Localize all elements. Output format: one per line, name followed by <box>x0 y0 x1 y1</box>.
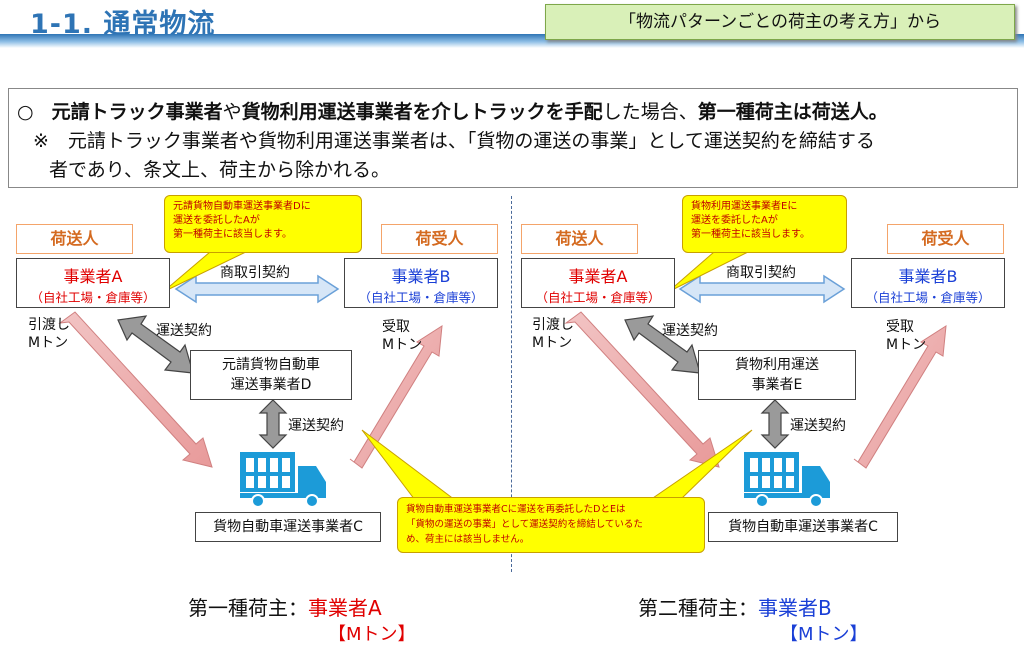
right-intermediary-node: 貨物利用運送 事業者E <box>698 350 856 400</box>
left-truck-icon <box>240 452 326 508</box>
right-carrier-node: 貨物自動車運送事業者C <box>708 512 898 542</box>
summary-text-d: した場合、 <box>602 101 698 123</box>
right-truck-icon <box>744 452 830 508</box>
bullet-circle: ○ <box>17 101 34 123</box>
left-contract-label-2: 運送契約 <box>288 418 344 434</box>
left-result-amount: 【Mトン】 <box>328 624 416 645</box>
left-carrier-label: 貨物自動車運送事業者C <box>213 519 363 535</box>
center-callout-tail-left <box>361 429 457 501</box>
right-result: 第二種荷主：事業者B <box>638 592 832 621</box>
right-sender-name: 事業者A <box>568 267 628 286</box>
left-receiver-node: 事業者B （自社工場・倉庫等） <box>344 258 498 308</box>
summary-text-a: 元請トラック事業者 <box>51 101 223 123</box>
right-receiver-node: 事業者B （自社工場・倉庫等） <box>851 258 1005 308</box>
summary-box: ○ 元請トラック事業者や貨物利用運送事業者を介しトラックを手配した場合、第一種荷… <box>8 88 1018 188</box>
left-result-name: 事業者A <box>308 596 382 620</box>
right-contract-label-2: 運送契約 <box>790 418 846 434</box>
summary-line-1: ○ 元請トラック事業者や貨物利用運送事業者を介しトラックを手配した場合、第一種荷… <box>17 97 888 124</box>
right-receive-arrow <box>853 325 947 469</box>
left-handover-label: 引渡し Mトン <box>28 317 70 351</box>
summary-text-c: 貨物利用運送事業者を介しトラックを手配 <box>241 101 603 123</box>
left-carrier-node: 貨物自動車運送事業者C <box>195 512 381 542</box>
summary-line-3: 者であり、条文上、荷主から除かれる。 <box>49 159 391 181</box>
left-result-prefix: 第一種荷主： <box>188 596 308 620</box>
right-trade-label: 商取引契約 <box>726 265 796 281</box>
left-sender-node: 事業者A （自社工場・倉庫等） <box>16 258 170 308</box>
center-callout: 貨物自動車運送事業者Cに運送を再委託したDとEは 「貨物の運送の事業」として運送… <box>397 497 705 553</box>
left-callout: 元請貨物自動車運送事業者Dに 運送を委託したAが 第一種荷主に該当します。 <box>164 195 362 253</box>
right-contract-arrow-2 <box>760 399 790 449</box>
summary-text-e: 第一種荷主は荷送人。 <box>697 101 888 123</box>
summary-line-2: ※ 元請トラック事業者や貨物利用運送事業者は、「貨物の運送の事業」として運送契約… <box>33 130 875 152</box>
left-contract-arrow-2 <box>258 399 288 449</box>
right-carrier-label: 貨物自動車運送事業者C <box>728 519 878 535</box>
left-receiver-role: 荷受人 <box>381 224 498 254</box>
right-handover-label: 引渡し Mトン <box>532 317 574 351</box>
right-result-prefix: 第二種荷主： <box>638 596 758 620</box>
right-result-amount: 【Mトン】 <box>780 624 868 645</box>
right-receiver-name: 事業者B <box>898 267 958 286</box>
panel-divider <box>511 196 512 572</box>
right-receiver-role: 荷受人 <box>887 224 1004 254</box>
left-contract-label-1: 運送契約 <box>156 323 212 339</box>
left-receive-arrow <box>349 325 443 469</box>
right-contract-label-1: 運送契約 <box>662 323 718 339</box>
left-intermediary-label: 元請貨物自動車 運送事業者D <box>222 357 320 393</box>
left-intermediary-node: 元請貨物自動車 運送事業者D <box>190 350 352 400</box>
left-trade-arrow <box>174 274 340 304</box>
summary-text-b: や <box>222 101 242 123</box>
right-result-name: 事業者B <box>758 596 832 620</box>
right-trade-arrow <box>678 274 846 304</box>
right-handover-arrow <box>564 311 720 468</box>
left-sender-name: 事業者A <box>63 267 123 286</box>
right-sender-sub: （自社工場・倉庫等） <box>535 290 661 305</box>
left-handover-arrow <box>58 311 213 468</box>
right-receiver-sub: （自社工場・倉庫等） <box>865 290 991 305</box>
right-intermediary-label: 貨物利用運送 事業者E <box>735 357 819 393</box>
left-receive-label: 受取 Mトン <box>382 319 423 353</box>
center-callout-tail-right <box>648 429 753 501</box>
right-callout: 貨物利用運送事業者Eに 運送を委託したAが 第一種荷主に該当します。 <box>682 195 847 253</box>
right-receive-label: 受取 Mトン <box>886 319 927 353</box>
left-receiver-sub: （自社工場・倉庫等） <box>358 290 484 305</box>
right-sender-role: 荷送人 <box>521 224 638 254</box>
left-result: 第一種荷主：事業者A <box>188 592 382 621</box>
left-trade-label: 商取引契約 <box>220 265 290 281</box>
left-sender-sub: （自社工場・倉庫等） <box>30 290 156 305</box>
source-note: 「物流パターンごとの荷主の考え方」から <box>545 4 1015 40</box>
left-receiver-name: 事業者B <box>391 267 451 286</box>
right-sender-node: 事業者A （自社工場・倉庫等） <box>521 258 675 308</box>
left-sender-role: 荷送人 <box>16 224 133 254</box>
